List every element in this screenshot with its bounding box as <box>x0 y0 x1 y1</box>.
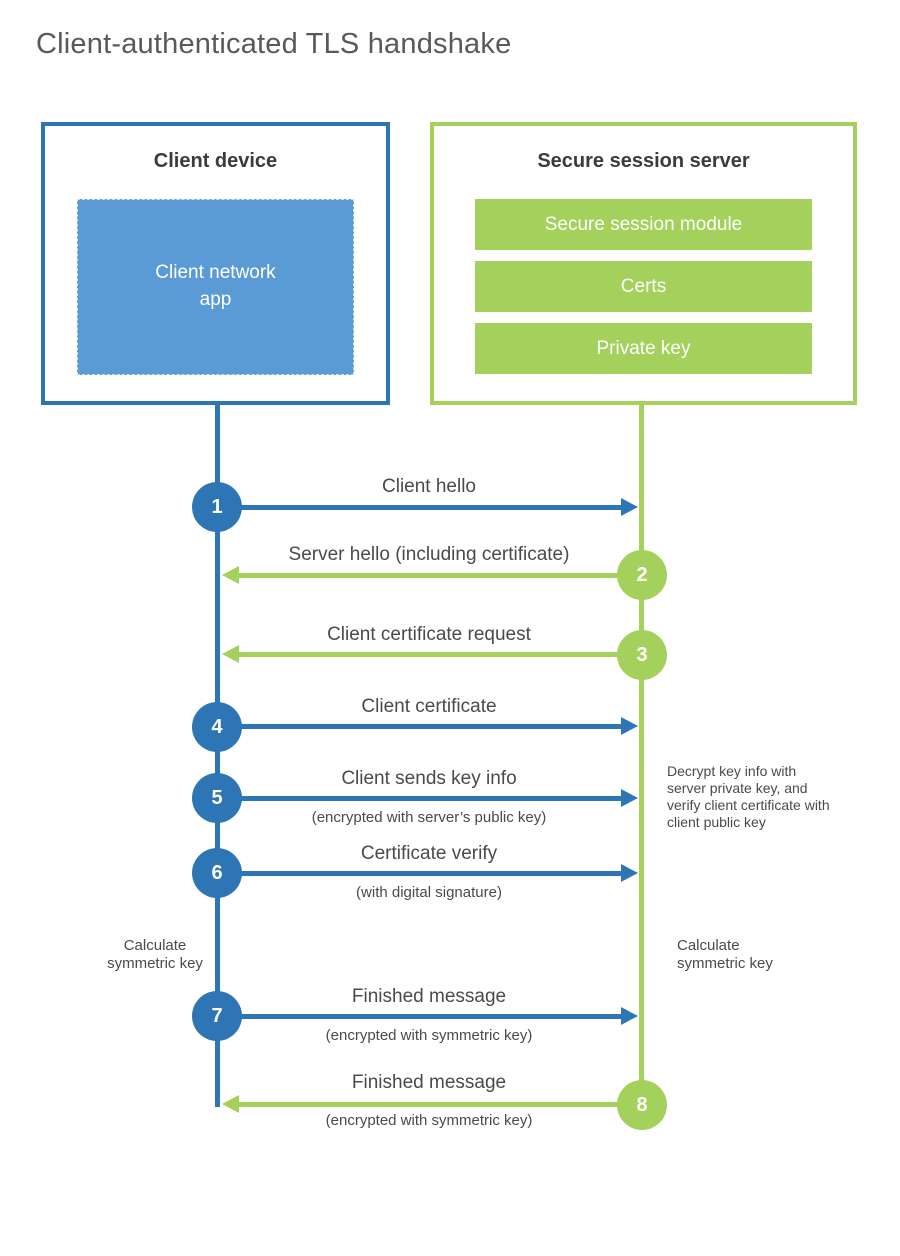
arrow-client-hello <box>217 498 638 516</box>
message-sub-client-sends-key-info: (encrypted with server’s public key) <box>311 809 547 826</box>
note-calculate-symmetric-key-client: Calculate symmetric key <box>107 937 203 972</box>
message-label-certificate-verify: Certificate verify <box>360 843 498 864</box>
step-circle-3: 3 <box>617 630 667 680</box>
note-calculate-symmetric-key-server: Calculate symmetric key <box>677 937 773 972</box>
secure-session-server-heading: Secure session server <box>537 150 750 172</box>
message-label-client-certificate: Client certificate <box>361 696 497 717</box>
page-title: Client-authenticated TLS handshake <box>36 28 512 60</box>
client-lifeline <box>215 405 220 1107</box>
arrow-certificate-verify <box>217 864 638 882</box>
arrow-server-hello <box>222 566 643 584</box>
step-circle-1: 1 <box>192 482 242 532</box>
step-circle-7: 7 <box>192 991 242 1041</box>
step-circle-4: 4 <box>192 702 242 752</box>
client-network-app-box: Client network app <box>77 199 354 375</box>
message-label-client-hello: Client hello <box>382 476 476 497</box>
message-label-server-hello: Server hello (including certificate) <box>288 544 570 565</box>
client-device-heading: Client device <box>153 150 278 172</box>
step-circle-2: 2 <box>617 550 667 600</box>
arrow-finished-message-server <box>222 1095 643 1113</box>
message-label-client-certificate-request: Client certificate request <box>327 624 531 645</box>
arrow-finished-message-client <box>217 1007 638 1025</box>
step-circle-5: 5 <box>192 773 242 823</box>
secure-session-server-box: Secure session server Secure session mod… <box>430 122 857 405</box>
arrow-client-sends-key-info <box>217 789 638 807</box>
message-sub-finished-message-server: (encrypted with symmetric key) <box>325 1112 533 1129</box>
message-sub-certificate-verify: (with digital signature) <box>356 884 502 901</box>
certs-bar: Certs <box>475 261 812 312</box>
message-label-client-sends-key-info: Client sends key info <box>341 768 517 789</box>
arrow-client-certificate <box>217 717 638 735</box>
message-sub-finished-message-client: (encrypted with symmetric key) <box>325 1027 533 1044</box>
note-decrypt-key-info: Decrypt key info with server private key… <box>667 763 830 830</box>
step-circle-8: 8 <box>617 1080 667 1130</box>
secure-session-module-bar: Secure session module <box>475 199 812 250</box>
client-network-app-label: Client network app <box>155 262 276 310</box>
client-device-box: Client device Client network app <box>41 122 390 405</box>
message-label-finished-message-server: Finished message <box>351 1072 507 1093</box>
arrow-client-certificate-request <box>222 645 643 663</box>
step-circle-6: 6 <box>192 848 242 898</box>
message-label-finished-message-client: Finished message <box>351 986 507 1007</box>
server-lifeline <box>639 405 644 1130</box>
private-key-bar: Private key <box>475 323 812 374</box>
